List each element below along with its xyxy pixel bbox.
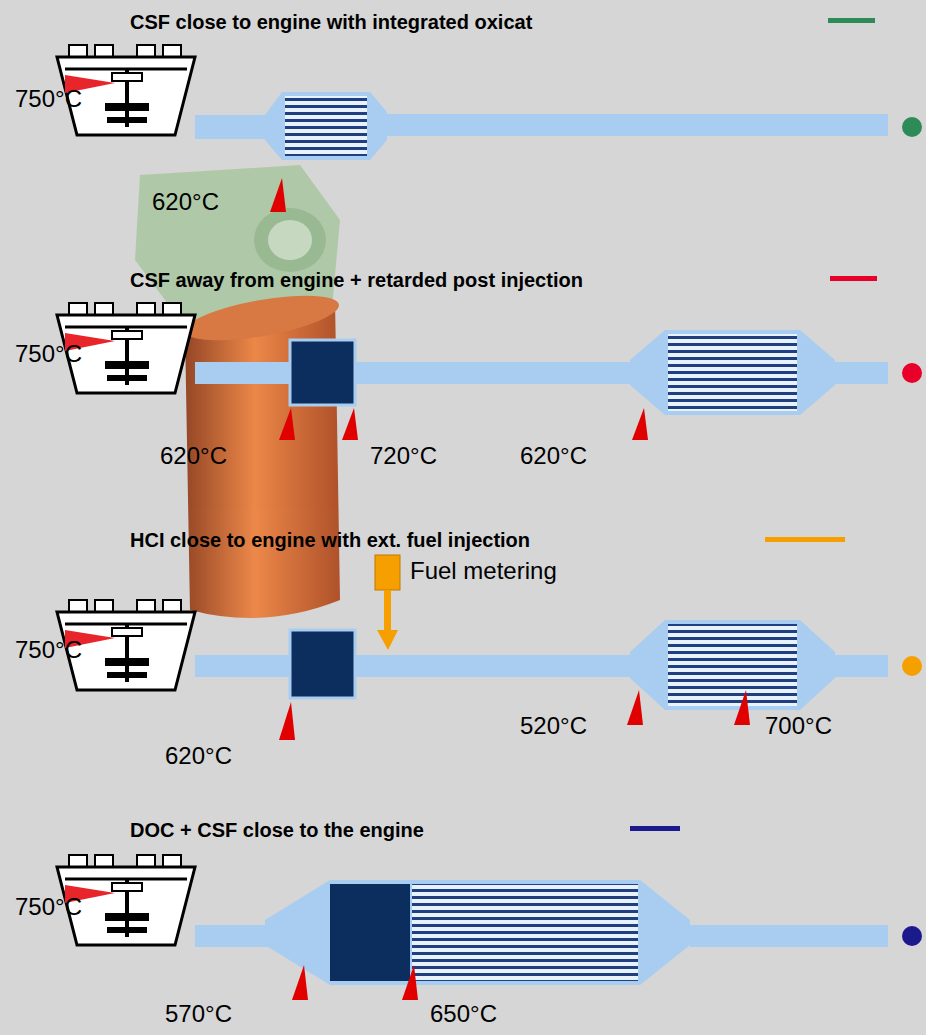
legend-text: DOC + CSF close to the engine bbox=[130, 818, 424, 842]
legend-swatch bbox=[630, 826, 680, 831]
temperature-label: 620°C bbox=[152, 188, 219, 216]
temperature-label: 700°C bbox=[765, 712, 832, 740]
temperature-label: 520°C bbox=[520, 712, 587, 740]
legend-text: CSF close to engine with integrated oxic… bbox=[130, 10, 532, 34]
legend-text: CSF away from engine + retarded post inj… bbox=[130, 268, 583, 292]
temperature-label: 650°C bbox=[430, 1000, 497, 1028]
temperature-label: 620°C bbox=[520, 442, 587, 470]
temperature-label: 570°C bbox=[165, 1000, 232, 1028]
temperature-label: 750°C bbox=[15, 85, 82, 113]
part-label: Fuel metering bbox=[410, 557, 557, 585]
temperature-label: 750°C bbox=[15, 340, 82, 368]
legend-text: HCI close to engine with ext. fuel injec… bbox=[130, 528, 530, 552]
temperature-label: 750°C bbox=[15, 636, 82, 664]
temperature-label: 620°C bbox=[165, 742, 232, 770]
legend-swatch bbox=[765, 537, 845, 542]
legend-swatch bbox=[830, 276, 877, 281]
legend-swatch bbox=[828, 18, 875, 23]
temperature-label: 620°C bbox=[160, 442, 227, 470]
temperature-label: 720°C bbox=[370, 442, 437, 470]
temperature-label: 750°C bbox=[15, 893, 82, 921]
